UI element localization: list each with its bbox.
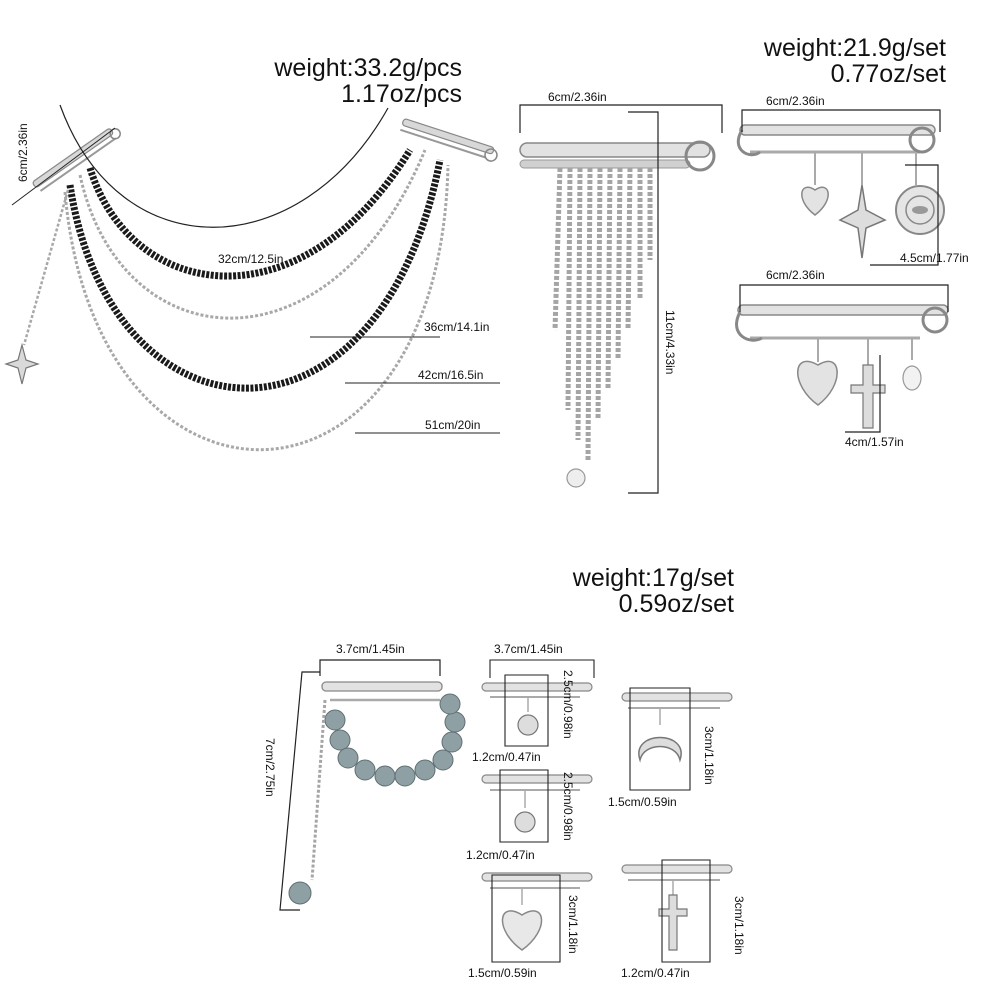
small-pin-moon [621,687,733,791]
bead-chain-32cm [86,148,413,280]
small-pin-sun1 [481,659,595,747]
pearl-width-label: 3.7cm/1.45in [336,642,405,656]
small-pin-width-label: 3.7cm/1.45in [494,642,563,656]
sun2-height-label: 2.5cm/0.98in [561,772,575,841]
moon-height-label: 3cm/1.18in [702,726,716,785]
pearl-height-label: 7cm/2.75in [263,738,277,797]
cross-height-label: 3cm/1.18in [732,896,746,955]
small-pin-heart [481,872,593,963]
charm-pin1-width-label: 6cm/2.36in [766,94,825,108]
weight-label-3: weight:17g/set [572,564,734,592]
cross-width-label: 1.2cm/0.47in [621,966,690,980]
weight-label-2: weight:21.9g/set [763,34,946,62]
chain-42-label: 42cm/16.5in [418,368,484,382]
sun2-width-label: 1.2cm/0.47in [466,848,535,862]
pearl-charm-icon [902,365,922,391]
chain-51-label: 51cm/20in [425,418,481,432]
sun1-height-label: 2.5cm/0.98in [561,670,575,739]
pearl-drop-icon [288,881,312,905]
charm-pin1-height-label: 4.5cm/1.77in [900,251,969,265]
tassel-width-label: 6cm/2.36in [548,90,607,104]
pin-length-label: 6cm/2.36in [16,123,30,182]
pearl-brooch [279,659,466,911]
chain-36-label: 36cm/14.1in [424,320,490,334]
weight-oz-label-3: 0.59oz/set [618,590,734,618]
bead-chain-42cm [66,159,444,392]
charm-brooch-heart-star-sun [736,109,945,266]
tassel-brooch [519,104,723,494]
tassel-height-label: 11cm/4.33in [663,310,677,375]
charm-pin2-height-label: 4cm/1.57in [845,435,904,449]
charm-pin2-width-label: 6cm/2.36in [766,268,825,282]
weight-label-1: weight:33.2g/pcs [274,54,462,82]
small-pin-cross [621,859,733,963]
charm-brooch-heart-cross-pearl [735,284,949,433]
weight-oz-label-2: 0.77oz/set [830,60,946,88]
sun-charm-icon [514,811,536,833]
heart-charm-icon [801,186,829,216]
moon-charm-icon [638,736,682,763]
link-chain-36cm [78,149,427,320]
small-pin-sun2 [481,769,593,843]
star-charm-icon [4,342,40,385]
sun1-width-label: 1.2cm/0.47in [472,750,541,764]
star-charm-icon [838,184,887,259]
heart-charm-icon [501,910,543,951]
pearl-drop-icon [566,468,586,488]
cross-charm-icon [658,894,688,951]
heart-charm-icon [797,360,838,406]
link-chain-51cm [63,164,450,452]
moon-width-label: 1.5cm/0.59in [608,795,677,809]
cross-charm-icon [850,364,886,429]
sun-charm-icon [517,714,539,736]
weight-oz-label-1: 1.17oz/pcs [341,80,462,108]
heart-height-label: 3cm/1.18in [566,895,580,954]
heart-width-label: 1.5cm/0.59in [468,966,537,980]
chain-32-label: 32cm/12.5in [218,252,284,266]
layered-chain-brooch [4,104,500,452]
